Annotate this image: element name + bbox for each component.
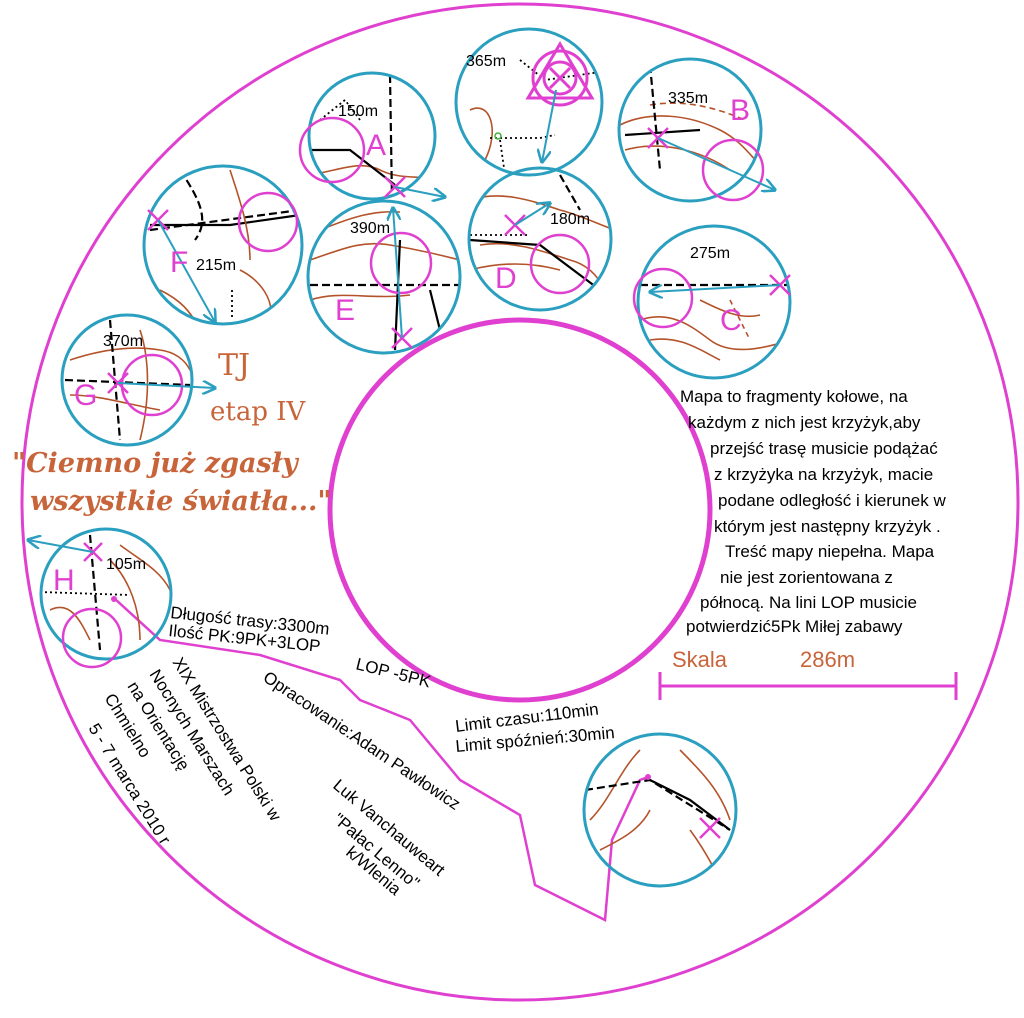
instruction-line: północą. Na lini LOP musicie [700, 593, 917, 612]
letter-label: C [720, 304, 742, 337]
letter-label: E [335, 294, 355, 327]
lop-line [114, 598, 649, 922]
distance-label: 365m [466, 53, 506, 70]
distance-label: 215m [196, 257, 236, 274]
scale-bar: Skala 286m [658, 647, 958, 700]
scale-label: Skala [672, 647, 728, 672]
event-info: XIX Mistrzostwa Polski w Nocnych Marszac… [85, 654, 286, 848]
scale-value: 286m [800, 647, 855, 672]
fragment-f: 215m F [142, 164, 304, 330]
letter-label: A [366, 129, 386, 162]
instruction-line: przejść trasę musicie podążać [710, 439, 938, 458]
fragment-e: 390m E [306, 199, 462, 355]
letter-label: B [730, 94, 750, 127]
instruction-line: Mapa to fragmenty kołowe, na [680, 387, 908, 406]
fragment-finish [582, 732, 738, 888]
instruction-line: potwierdzić5Pk Miłej zabawy [686, 617, 903, 636]
fragment-h: 105m H [28, 527, 173, 669]
instruction-line: każdym z nich jest krzyżyk,aby [688, 413, 921, 432]
distance-label: 180m [550, 211, 590, 228]
fragment-c: 275m C [632, 224, 792, 380]
letter-label: G [74, 379, 97, 412]
letter-label: F [170, 246, 188, 279]
title-stage: etap IV [210, 397, 307, 427]
fragment-start: 365m [454, 27, 604, 177]
inner-ring [327, 317, 713, 703]
fragment-g: 370m G [60, 313, 215, 447]
distance-label: 390m [350, 220, 390, 237]
outer-ring [20, 2, 1020, 1002]
instruction-line: Treść mapy niepełna. Mapa [725, 542, 935, 561]
letter-label: D [495, 262, 517, 295]
title-block: TJ etap IV "Ciemno już zgasły wszystkie … [12, 348, 332, 517]
fragment-a: 150m A [298, 71, 445, 200]
fragment-b: 335m B [617, 57, 775, 203]
letter-label: H [53, 564, 75, 597]
title-quote-line1: "Ciemno już zgasły [12, 448, 300, 479]
distance-label: 105m [106, 556, 146, 573]
title-tj: TJ [218, 348, 250, 383]
instruction-line: którym jest następny krzyżyk . [714, 517, 941, 536]
instructions: Mapa to fragmenty kołowe, na każdym z ni… [680, 387, 946, 636]
distance-label: 275m [690, 245, 730, 262]
fragment-d: 180m D [467, 166, 613, 312]
instruction-line: nie jest zorientowana z [720, 568, 893, 587]
title-quote-line2: wszystkie światła..." [30, 486, 332, 517]
distance-label: 150m [338, 103, 378, 120]
lop-count: LOP -5PK [354, 654, 433, 691]
distance-label: 370m [103, 333, 143, 350]
instruction-line: podane odległość i kierunek w [718, 491, 946, 510]
instruction-line: z krzyżyka na krzyżyk, macie [714, 465, 933, 484]
distance-label: 335m [668, 90, 708, 107]
